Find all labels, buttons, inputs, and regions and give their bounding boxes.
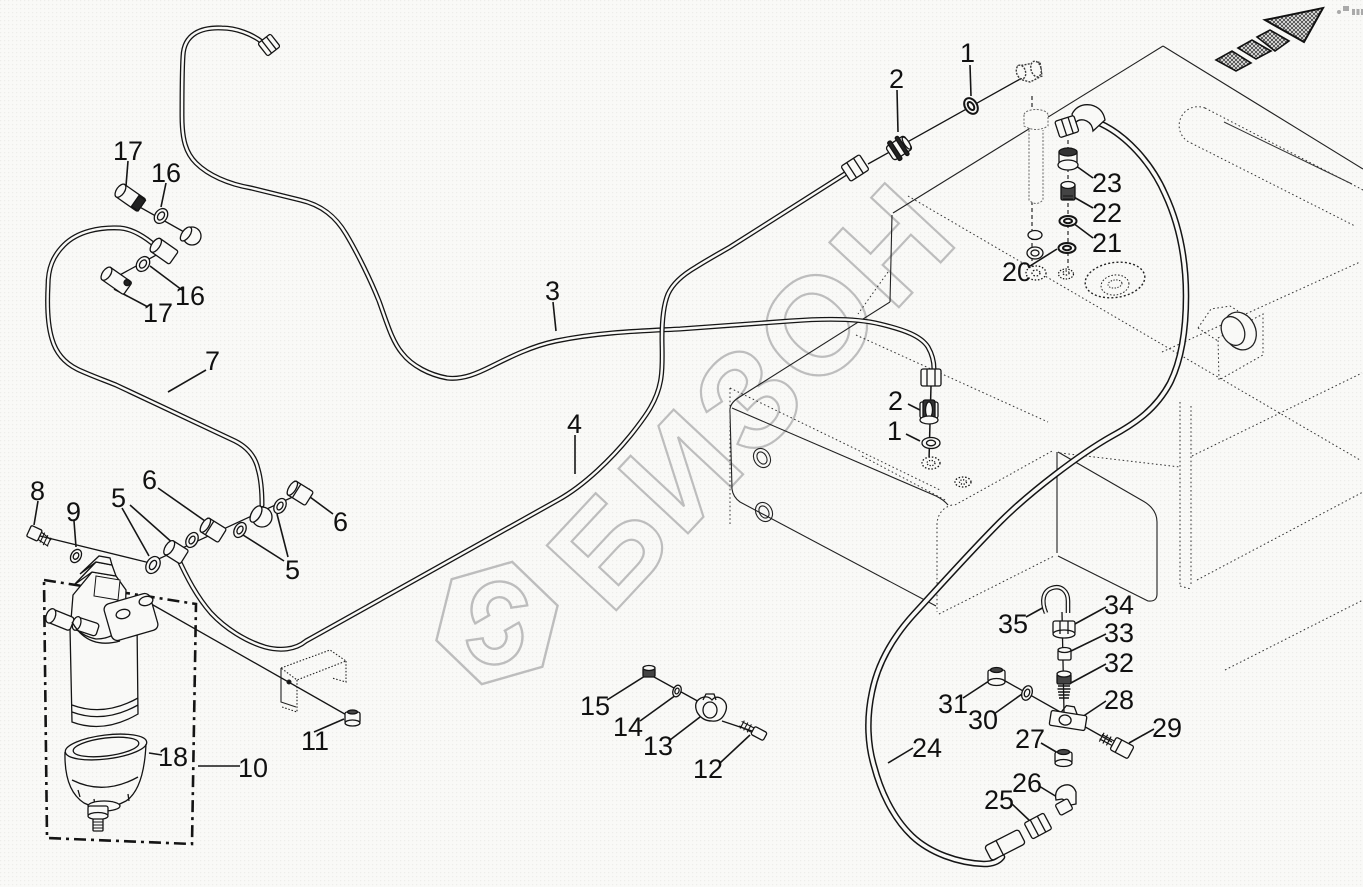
svg-text:34: 34 — [1104, 590, 1134, 620]
svg-text:17: 17 — [143, 298, 173, 328]
svg-text:7: 7 — [205, 346, 220, 376]
svg-text:28: 28 — [1104, 685, 1134, 715]
svg-text:4: 4 — [567, 409, 582, 439]
svg-text:31: 31 — [938, 689, 968, 719]
svg-text:35: 35 — [998, 609, 1028, 639]
svg-text:11: 11 — [301, 726, 329, 756]
svg-text:21: 21 — [1092, 228, 1122, 258]
svg-text:10: 10 — [238, 753, 268, 783]
svg-text:24: 24 — [912, 733, 942, 763]
svg-text:9: 9 — [66, 497, 81, 527]
svg-text:13: 13 — [643, 731, 673, 761]
svg-text:30: 30 — [968, 705, 998, 735]
svg-text:16: 16 — [151, 158, 181, 188]
svg-text:5: 5 — [285, 555, 300, 585]
svg-text:3: 3 — [545, 276, 560, 306]
svg-text:2: 2 — [888, 386, 903, 416]
svg-text:5: 5 — [111, 483, 126, 513]
svg-text:12: 12 — [693, 754, 723, 784]
svg-text:16: 16 — [175, 281, 205, 311]
svg-text:23: 23 — [1092, 168, 1122, 198]
svg-text:22: 22 — [1092, 198, 1122, 228]
svg-text:2: 2 — [889, 64, 904, 94]
svg-text:8: 8 — [30, 476, 45, 506]
svg-text:1: 1 — [887, 416, 902, 446]
svg-text:15: 15 — [580, 691, 610, 721]
svg-text:6: 6 — [333, 507, 348, 537]
svg-text:18: 18 — [158, 742, 188, 772]
svg-text:33: 33 — [1104, 618, 1134, 648]
svg-text:26: 26 — [1012, 768, 1042, 798]
svg-text:29: 29 — [1152, 713, 1182, 743]
svg-text:25: 25 — [984, 785, 1014, 815]
svg-text:32: 32 — [1104, 648, 1134, 678]
svg-text:17: 17 — [113, 136, 143, 166]
svg-text:1: 1 — [960, 38, 975, 68]
svg-text:6: 6 — [142, 465, 157, 495]
svg-text:14: 14 — [613, 712, 643, 742]
svg-text:27: 27 — [1015, 724, 1045, 754]
